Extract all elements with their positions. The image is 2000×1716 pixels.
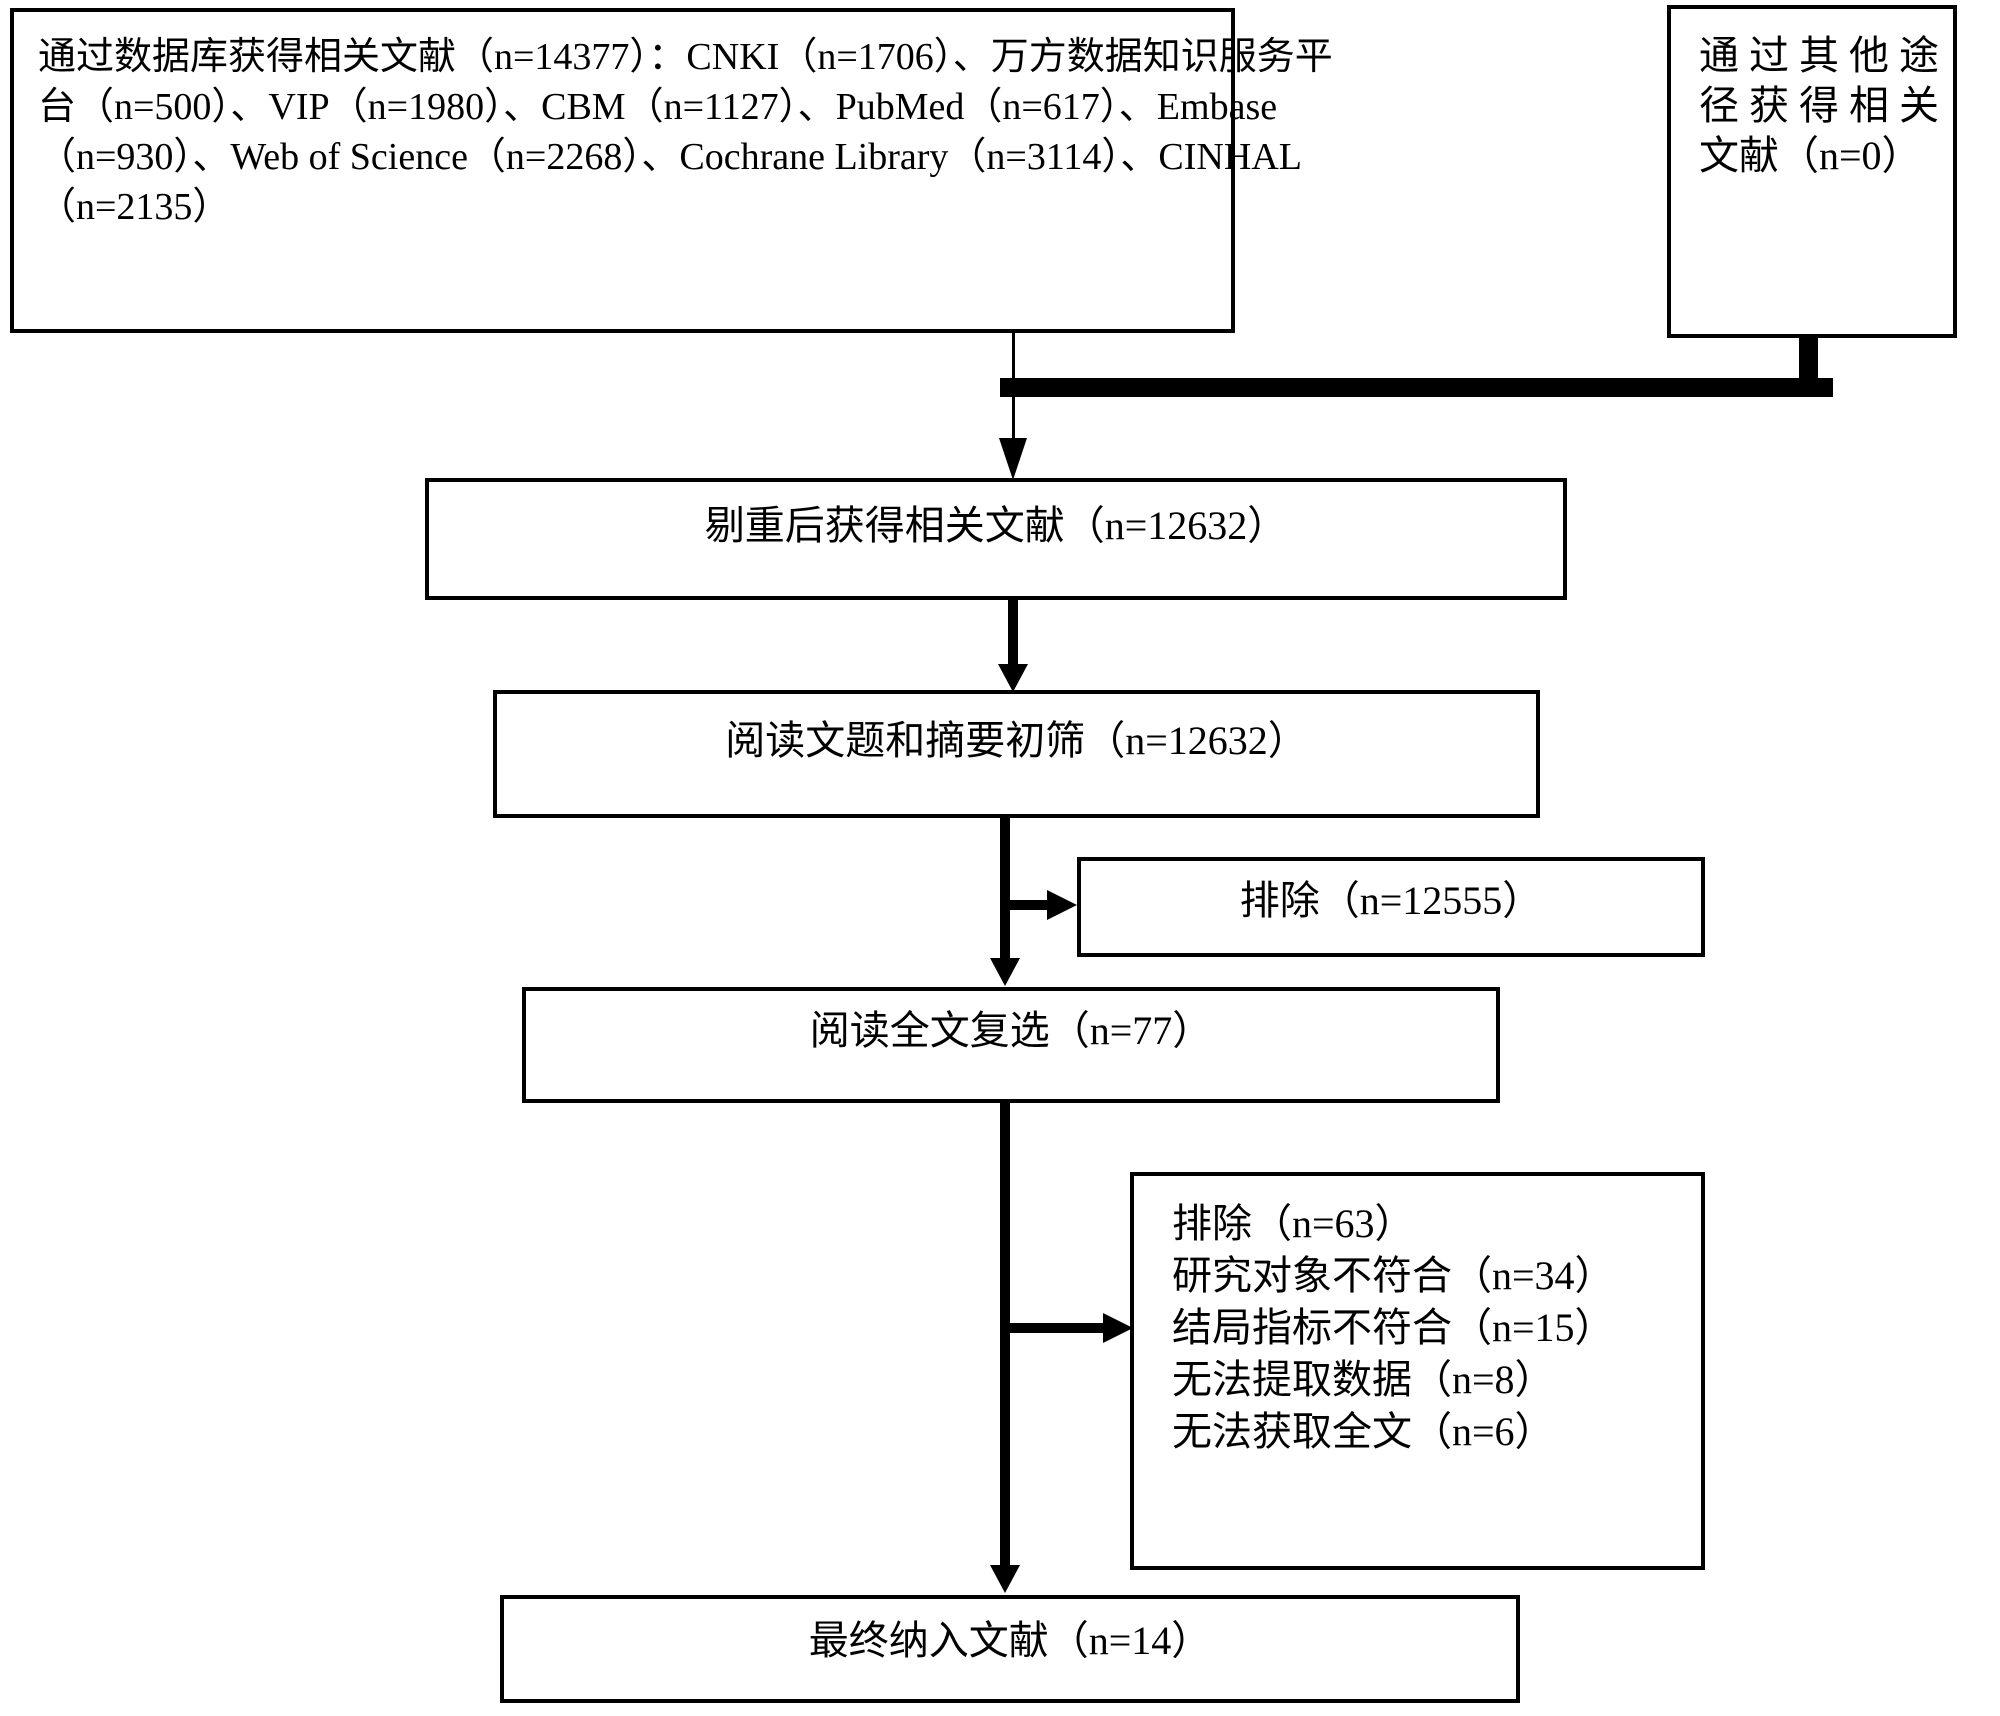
arrowhead-into-excluded-fulltext-icon xyxy=(1103,1313,1133,1343)
branch-to-excluded-fulltext xyxy=(1000,1323,1104,1333)
connector-merge-bar xyxy=(1000,378,1833,397)
excluded-initial-label: 排除（n=12555） xyxy=(1239,878,1543,923)
final-included-label: 最终纳入文献（n=14） xyxy=(808,1618,1212,1663)
other-sources-line: 径获得相关 xyxy=(1699,83,1949,128)
database-search-line: 通过数据库获得相关文献（n=14377）：CNKI（n=1706）、万方数据知识… xyxy=(38,36,1333,78)
other-sources-line: 文献（n=0） xyxy=(1699,133,1922,178)
arrowhead-into-excluded-initial-icon xyxy=(1047,890,1077,920)
database-search-line: （n=2135） xyxy=(38,186,231,228)
excluded-fulltext-line: 无法提取数据（n=8） xyxy=(1172,1357,1555,1402)
excluded-fulltext-line: 排除（n=63） xyxy=(1172,1201,1415,1246)
box-excluded-fulltext: 排除（n=63） 研究对象不符合（n=34） 结局指标不符合（n=15） 无法提… xyxy=(1130,1172,1705,1570)
arrowhead-into-dedup-icon xyxy=(999,438,1027,480)
box-excluded-initial: 排除（n=12555） xyxy=(1077,857,1705,957)
box-final-included: 最终纳入文献（n=14） xyxy=(500,1595,1520,1703)
fulltext-review-label: 阅读全文复选（n=77） xyxy=(809,1008,1213,1053)
arrow-fulltext-to-included xyxy=(1000,1103,1010,1565)
excluded-fulltext-line: 研究对象不符合（n=34） xyxy=(1172,1253,1615,1298)
connector-other-sources-drop xyxy=(1799,338,1818,397)
arrow-screening-to-fulltext xyxy=(1000,818,1010,960)
box-dedup: 剔重后获得相关文献（n=12632） xyxy=(425,478,1567,600)
arrowhead-into-screening-icon xyxy=(998,664,1028,692)
excluded-fulltext-line: 结局指标不符合（n=15） xyxy=(1172,1305,1615,1350)
box-other-sources: 通过其他途 径获得相关 文献（n=0） xyxy=(1667,5,1957,338)
title-abstract-screening-label: 阅读文题和摘要初筛（n=12632） xyxy=(725,718,1308,763)
connector-db-to-dedup-line-lower xyxy=(1012,397,1015,440)
arrowhead-into-included-icon xyxy=(990,1565,1020,1593)
dedup-label: 剔重后获得相关文献（n=12632） xyxy=(704,503,1288,548)
box-database-search: 通过数据库获得相关文献（n=14377）：CNKI（n=1706）、万方数据知识… xyxy=(10,8,1333,333)
database-search-line: 台（n=500）、VIP（n=1980）、CBM（n=1127）、PubMed（… xyxy=(38,86,1278,128)
excluded-fulltext-line: 无法获取全文（n=6） xyxy=(1172,1409,1555,1454)
branch-to-excluded-initial xyxy=(1000,900,1048,910)
arrow-dedup-to-screening xyxy=(1008,600,1018,666)
database-search-line: （n=930）、Web of Science（n=2268）、Cochrane … xyxy=(38,136,1302,178)
box-title-abstract-screening: 阅读文题和摘要初筛（n=12632） xyxy=(493,690,1540,818)
arrowhead-into-fulltext-icon xyxy=(990,958,1020,986)
other-sources-line: 通过其他途 xyxy=(1699,33,1949,78)
box-fulltext-review: 阅读全文复选（n=77） xyxy=(522,987,1500,1103)
